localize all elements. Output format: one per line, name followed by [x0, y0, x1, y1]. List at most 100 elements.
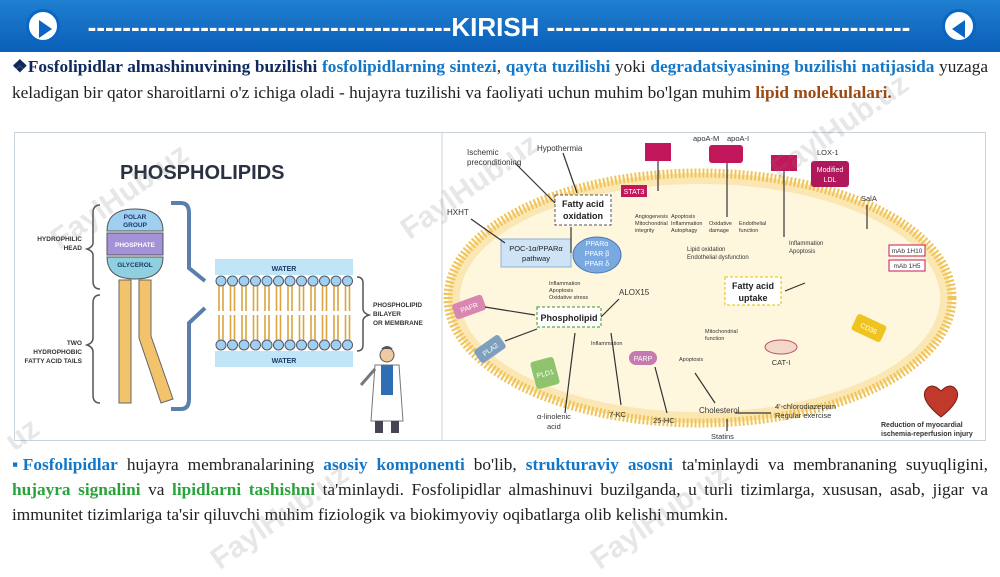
body-s3: asosiy komponenti	[323, 455, 465, 474]
intro-s7: degradatsiyasining buzilishi natijasida	[650, 57, 935, 76]
fatty-ox-2: oxidation	[563, 211, 603, 221]
endo-2: function	[739, 228, 758, 234]
bilayer-head	[330, 275, 342, 287]
receptor-top-1	[645, 143, 671, 161]
water-bottom-band	[215, 351, 353, 367]
body-s7: hujayra signalini	[12, 480, 141, 499]
fatty-uptake-box	[724, 276, 782, 306]
bilayer-label-2: BILAYER	[373, 311, 401, 318]
apoai-label: apoA-I	[727, 134, 749, 143]
tail-bracket	[84, 294, 101, 404]
parp-label: PARP	[634, 356, 653, 363]
scientist-figure-icon	[359, 346, 404, 433]
glycerol-shape	[106, 256, 164, 280]
bilayer-tail	[252, 286, 259, 311]
head-label: HEAD	[64, 245, 83, 252]
body-s1: Fosfolipidlar	[22, 455, 118, 474]
lox1-label: LOX-1	[817, 148, 839, 157]
glycerol-label: GLYCEROL	[117, 262, 153, 269]
intro-s6: yoki	[610, 57, 651, 76]
body-s6: ta'minlaydi va membrananing suyuqligini,	[672, 455, 988, 474]
water-bottom-label: WATER	[272, 358, 297, 365]
angio-3: integrity	[635, 228, 655, 234]
cat1-organelle	[764, 339, 798, 355]
slide-title: ----------------------------------------…	[87, 12, 911, 42]
bilayer-label-3: OR MEMBRANE	[373, 320, 423, 327]
ppar-3: PPAR δ	[585, 261, 609, 268]
bilayer-head	[273, 339, 284, 351]
pafr-box	[452, 294, 486, 320]
bilayer-tail	[287, 315, 293, 340]
poc-pathway-box	[500, 238, 572, 268]
apop-2: Inflammation	[671, 221, 703, 227]
bilayer-tail	[310, 315, 316, 340]
bilayer-head	[250, 339, 261, 351]
oxid-2: damage	[709, 228, 729, 234]
oxid-1: Oxidative	[709, 221, 732, 227]
poc-1: POC-1α/PPARα	[509, 244, 563, 253]
cell-interior	[460, 184, 940, 412]
alpha-2: acid	[547, 422, 561, 431]
reduction-2: ischemia-reperfusion injury	[881, 431, 973, 438]
bilayer-tail	[287, 286, 293, 311]
bilayer-tail	[264, 286, 270, 311]
alox15-label: ALOX15	[619, 288, 650, 297]
polar-group-shape	[106, 208, 164, 232]
stat3-box	[621, 185, 647, 197]
two-label: TWO	[67, 340, 82, 347]
ischemic-label-2: preconditioning	[467, 158, 521, 167]
membrane-bracket	[356, 276, 372, 352]
head-bracket	[84, 204, 101, 290]
phosphate-label: PHOSPHATE	[115, 242, 156, 249]
receptor-lox	[771, 155, 797, 171]
apo-receptor	[709, 145, 743, 163]
lipid-ox: Lipid oxidation	[687, 247, 725, 253]
mab2-label: mAb 1H5	[893, 263, 920, 270]
pathway-diagram-panel: Hypothermia Ischemic preconditioning HXH…	[443, 134, 973, 441]
endo-dys: Endothelial dysfunction	[687, 255, 749, 261]
bilayer-tail	[241, 315, 247, 340]
sala-label: SalA	[861, 194, 877, 203]
bilayer-head	[319, 275, 330, 287]
prev-slide-button[interactable]	[26, 9, 60, 43]
infl-l2: Apoptosis	[549, 288, 573, 294]
phospholipid-figure: PHOSPHOLIPIDS HYDROPHILIC HEAD TWO HYDRO…	[14, 132, 986, 441]
ischemic-label-1: Ischemic	[467, 148, 499, 157]
phosphate-shape	[106, 232, 164, 256]
play-right-icon	[952, 20, 965, 38]
bilayer-tail	[252, 315, 259, 340]
mab2-box	[888, 259, 926, 272]
fatty-up-1: Fatty acid	[732, 281, 774, 291]
poc-2: pathway	[522, 254, 550, 263]
cd36-box	[851, 314, 887, 342]
bilayer-tail	[333, 286, 339, 311]
bilayer-head	[284, 339, 296, 351]
apop-b: Apoptosis	[679, 357, 703, 363]
bilayer-head	[330, 339, 342, 351]
modified-1: Modified	[817, 167, 844, 174]
cholesterol-label: Cholesterol	[699, 406, 740, 415]
bilayer-head	[261, 339, 273, 351]
intro-s5: qayta tuzilishi	[505, 57, 611, 76]
tails-label: FATTY ACID TAILS	[24, 358, 82, 365]
hypothermia-label: Hypothermia	[537, 144, 583, 153]
fatty-oxidation-box	[554, 194, 612, 226]
bilayer-head	[215, 339, 227, 351]
body-s10: ta'minlaydi. Fosfolipidlar almashinuvi b…	[12, 480, 988, 524]
apop-r: Apoptosis	[789, 249, 815, 255]
phospholipids-title: PHOSPHOLIPIDS	[120, 162, 284, 184]
mab1-label: mAb 1H10	[892, 248, 923, 255]
body-s4: bo'lib,	[464, 455, 526, 474]
bilayer-head	[238, 275, 250, 287]
arrow-tail-to-membrane	[171, 306, 207, 411]
endo-1: Endothelial	[739, 221, 766, 227]
next-slide-button[interactable]	[942, 9, 976, 43]
exercise-label: Regular exercise	[775, 411, 831, 420]
bilayer-tail	[275, 286, 282, 311]
bilayer-head	[227, 339, 238, 351]
fatty-up-2: uptake	[738, 293, 767, 303]
phospholipid-label: Phospholipid	[541, 313, 598, 323]
bilayer-tail	[218, 315, 224, 340]
bilayer-head	[296, 275, 307, 287]
play-left-icon	[39, 20, 52, 38]
